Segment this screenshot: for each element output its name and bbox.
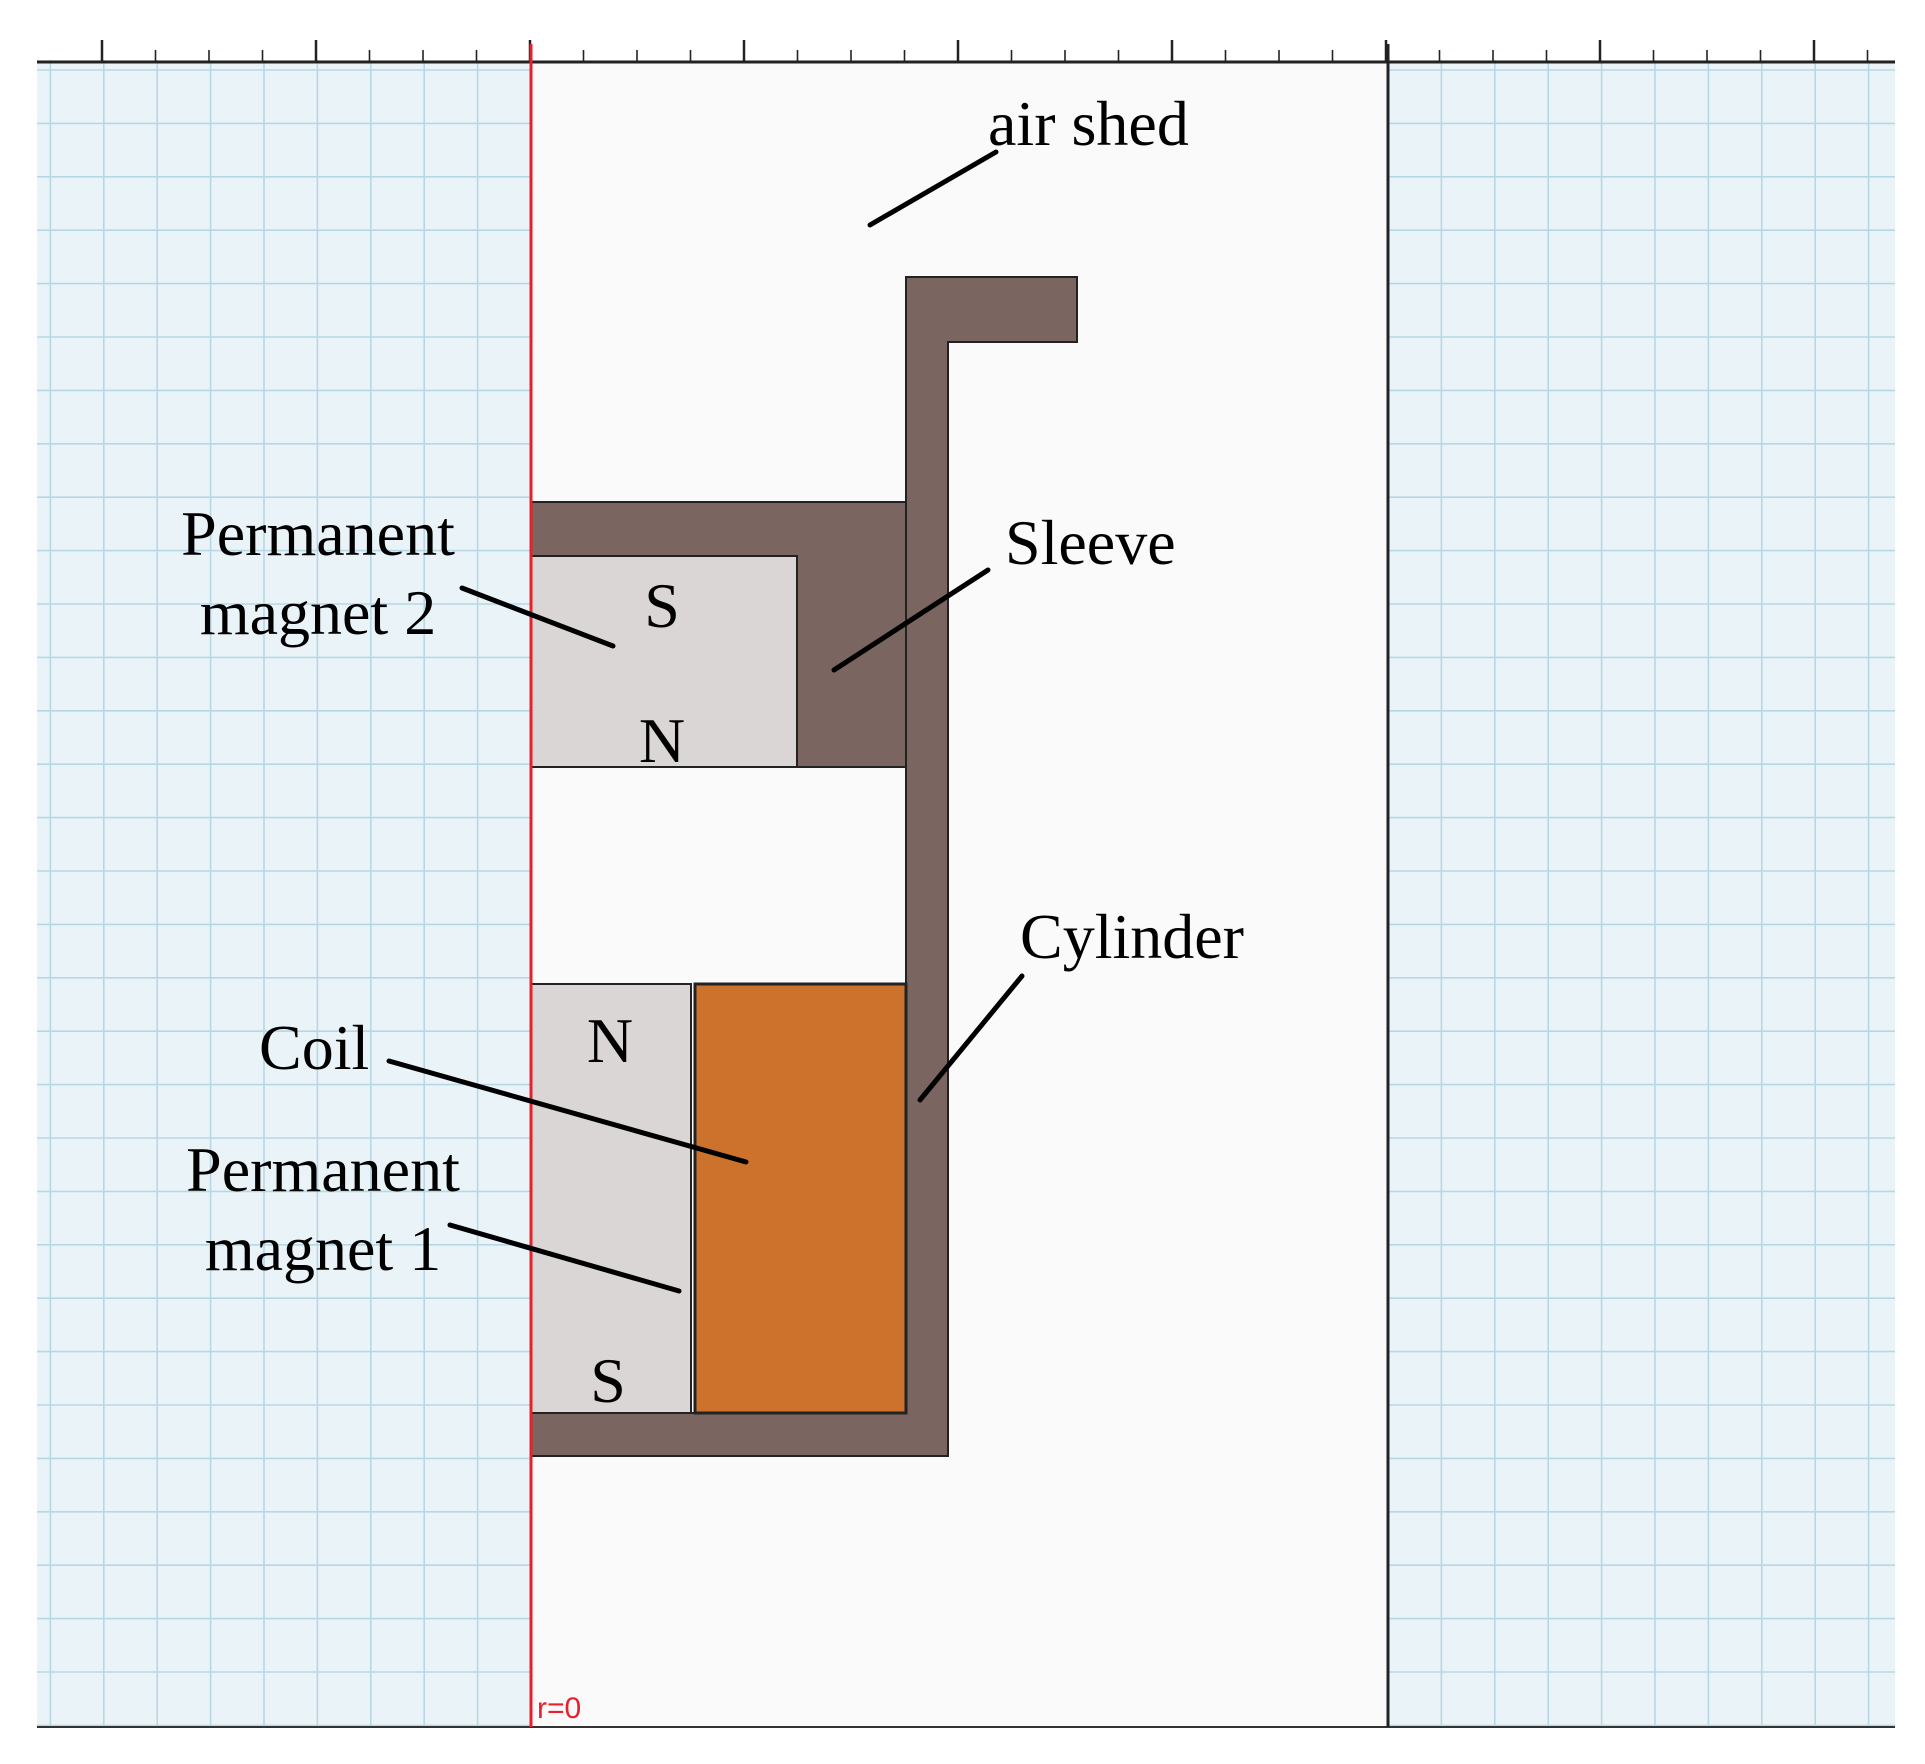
leader-line-cylinder [917, 973, 1025, 1103]
leader-line-air-shed [867, 149, 999, 228]
top-ruler [37, 40, 1895, 64]
pole-label-pm1-top: N [587, 1005, 633, 1076]
label-cylinder: Cylinder [1020, 901, 1244, 972]
leader-line-sleeve [831, 567, 991, 673]
permanent-magnet-1-shape [530, 983, 692, 1414]
label-air-shed: air shed [988, 88, 1189, 159]
label-permanent-magnet-2-line2: magnet 2 [200, 577, 436, 648]
label-permanent-magnet-1-line2: magnet 1 [205, 1213, 441, 1284]
leader-line-permanent-magnet-1 [447, 1222, 682, 1294]
axis-label: r=0 [537, 1692, 581, 1725]
pole-label-pm2-bottom: N [639, 705, 685, 776]
label-permanent-magnet-1-line1: Permanent [186, 1134, 460, 1205]
permanent-magnet-2-shape [530, 555, 798, 768]
leader-line-coil [386, 1058, 749, 1165]
grid-lines [37, 60, 1895, 1727]
leader-line-permanent-magnet-2 [459, 585, 616, 649]
pole-label-pm1-bottom: S [590, 1345, 626, 1416]
grid-background-left [37, 60, 531, 1727]
coil-shape [693, 982, 908, 1415]
label-permanent-magnet-2-line1: Permanent [181, 498, 455, 569]
grid-background-right [1388, 60, 1895, 1727]
label-coil: Coil [259, 1012, 369, 1083]
pole-label-pm2-top: S [644, 570, 680, 641]
label-sleeve: Sleeve [1005, 507, 1176, 578]
